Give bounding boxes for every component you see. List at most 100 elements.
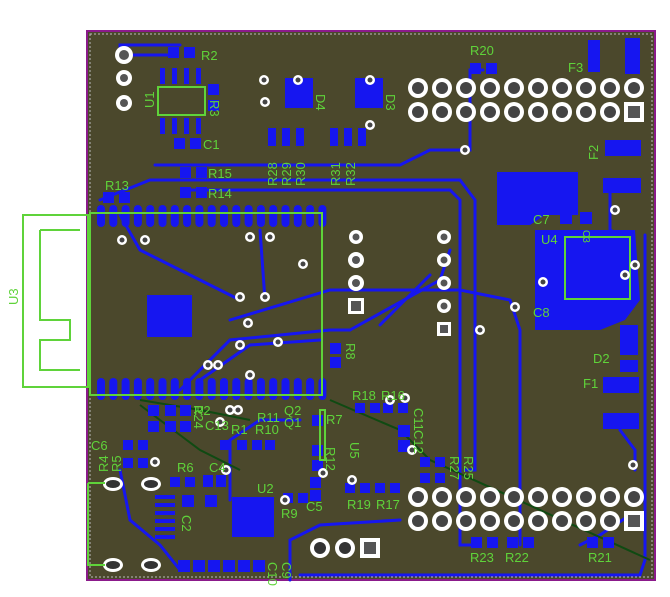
via-drill [267,234,273,240]
drill-hole [436,515,448,527]
label-F3: F3 [568,60,583,75]
label-R7: R7 [326,412,343,427]
u3-pad [232,378,241,400]
u3-pad [183,205,192,227]
drill-hole [532,491,544,503]
label-C10: C10 [265,562,280,586]
drill-hole [460,515,472,527]
drill-hole [604,491,616,503]
label-R20: R20 [470,43,494,58]
label-R18: R18 [352,388,376,403]
via-drill [227,407,233,413]
drill-hole [508,82,520,94]
drill-hole [508,106,520,118]
u3-pad [256,205,265,227]
label-R26: R2 [194,403,211,418]
label-R8: R8 [343,343,358,360]
copper-pour [497,172,578,225]
via-drill [247,372,253,378]
drill-hole [484,106,496,118]
drill-hole [580,106,592,118]
u3-pad [220,378,228,400]
drill-hole [580,82,592,94]
label-C1: C1 [203,137,220,152]
drill-hole [436,491,448,503]
drill-hole [556,491,568,503]
usb-outline [87,482,105,566]
drill-hole [412,82,424,94]
drill-hole [412,515,424,527]
label-C8: C8 [533,305,550,320]
u3-pad [256,378,265,400]
u3-pad [293,205,302,227]
u3-pad [183,378,192,400]
label-R23: R23 [470,550,494,565]
drill-hole [532,82,544,94]
u3-pad [207,205,216,227]
drill-hole [628,106,640,118]
via-drill [632,262,638,268]
drill-hole [532,106,544,118]
label-R30: R30 [293,162,308,186]
label-R2: R2 [201,48,218,63]
via-drill [367,77,373,83]
label-R19: R19 [347,497,371,512]
u3-outline [89,212,323,396]
via-drill [349,477,355,483]
via-drill [540,279,546,285]
pin-headers[interactable] [408,78,644,531]
label-R17: R17 [376,497,400,512]
u4-outline [564,236,631,300]
u3-pad [293,378,302,400]
u3-pad [146,378,155,400]
via-drill [275,339,281,345]
drill-hole [412,491,424,503]
usb-mounting-holes[interactable] [103,477,161,572]
label-R4: R4 [96,455,111,472]
label-C3: C3 [580,230,591,243]
label-C5: C5 [306,499,323,514]
via-drill [630,462,636,468]
u3-pad [133,205,142,227]
antenna-trace [39,229,80,371]
via-drill [223,467,229,473]
via-drill [237,342,243,348]
drill-hole [436,82,448,94]
u3-pad [207,378,216,400]
drill-hole [628,515,640,527]
drill-hole [628,82,640,94]
via-drill [622,272,628,278]
label-R27: R27 [447,456,462,480]
via-drill [612,207,618,213]
drill-hole [556,82,568,94]
via-drill [262,99,268,105]
label-D3: D3 [383,94,398,111]
u3-pad [109,205,118,227]
u3-pad [97,378,105,400]
label-Q1: Q1 [284,415,301,430]
via-drill [247,234,253,240]
label-C13: C13 [205,418,229,433]
traces [98,43,651,582]
u3-pad [269,378,278,400]
u3-pad [121,205,130,227]
label-R29: R29 [279,162,294,186]
label-R31: R31 [328,162,343,186]
via-drill [367,122,373,128]
label-R28: R28 [265,162,280,186]
via-drill [152,459,158,465]
label-R9: R9 [281,506,298,521]
via-drill [387,397,393,403]
label-R14: R14 [208,186,232,201]
label-C9: C9 [279,562,294,579]
label-R6: R6 [177,460,194,475]
u3-pad [244,205,253,227]
vias [117,75,640,505]
label-C4: C4 [209,460,226,475]
drill-hole [508,491,520,503]
u3-pad [232,205,241,227]
drill-hole [460,491,472,503]
connector-left-headers[interactable] [115,46,451,558]
via-drill [402,395,408,401]
